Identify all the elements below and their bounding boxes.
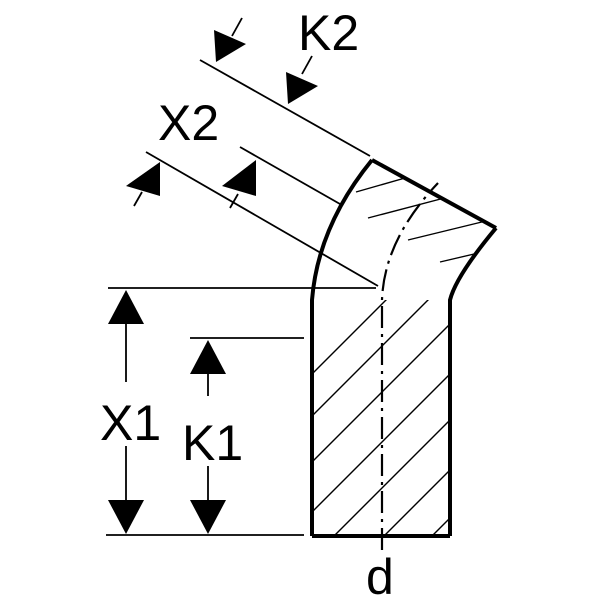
centerline-d	[380, 182, 439, 550]
k2-arrow-lower	[286, 72, 318, 104]
k1-dimension	[190, 340, 226, 534]
label-k1: K1	[182, 415, 243, 471]
k1-arrow-top	[190, 340, 226, 374]
label-x2: X2	[158, 95, 219, 151]
k2-dimension	[214, 17, 318, 104]
k2-arrow-upper	[214, 30, 246, 62]
x2-dimension	[126, 160, 256, 209]
x2-arrow-lower	[222, 160, 256, 196]
x2-arrow-upper	[126, 162, 160, 196]
label-x1: X1	[100, 395, 161, 451]
label-d: d	[366, 549, 394, 600]
x1-arrow-bottom	[108, 500, 144, 534]
extension-lines	[106, 59, 379, 536]
k1-arrow-bottom	[190, 500, 226, 534]
hatching-straight	[312, 300, 452, 536]
x1-arrow-top	[108, 290, 144, 324]
fitting-outline	[310, 158, 498, 538]
x1-dimension	[108, 290, 144, 534]
label-k2: K2	[298, 5, 359, 61]
